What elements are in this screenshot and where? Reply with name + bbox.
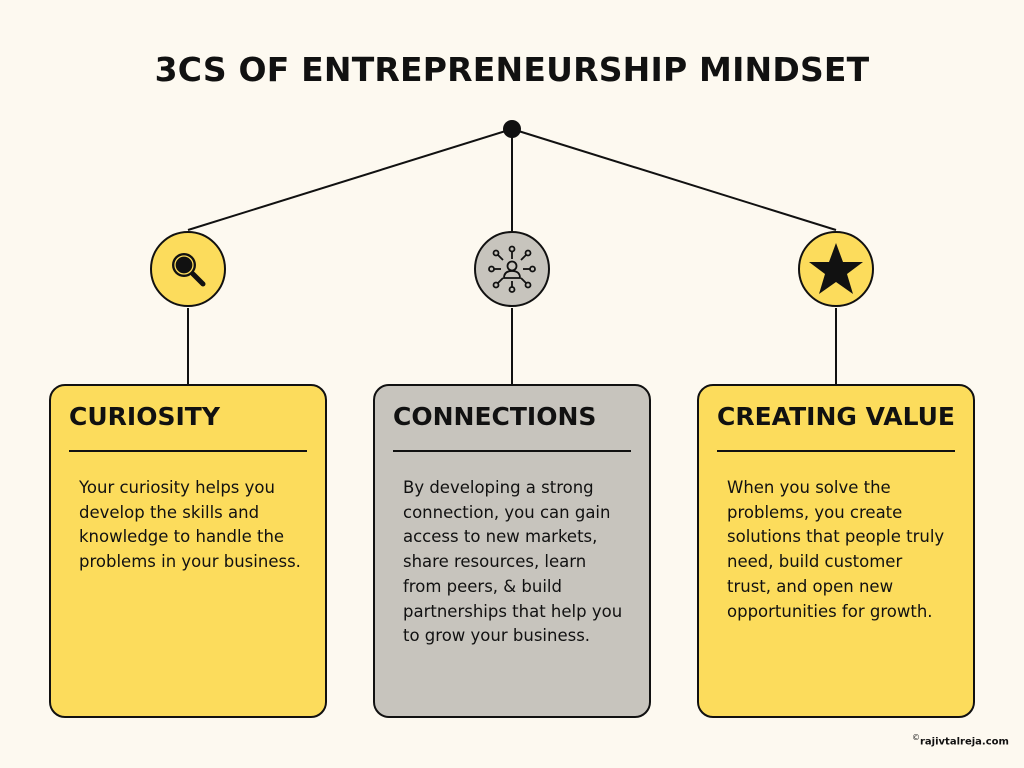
- magnifying-glass-icon: [172, 253, 206, 287]
- credit-text: rajivtalreja.com: [920, 736, 1009, 748]
- card-heading: CURIOSITY: [69, 402, 220, 431]
- heading-divider: [717, 450, 955, 452]
- card-body: By developing a strong connection, you c…: [403, 478, 623, 646]
- star-icon: [809, 243, 863, 294]
- card-body: When you solve the problems, you create …: [727, 478, 945, 621]
- copyright-symbol: ©: [912, 733, 920, 742]
- connections-card: CONNECTIONS By developing a strong conne…: [373, 384, 651, 718]
- card-body: Your curiosity helps you develop the ski…: [79, 478, 301, 572]
- connections-icon-badge: [474, 231, 550, 307]
- curiosity-card: CURIOSITY Your curiosity helps you devel…: [49, 384, 327, 718]
- card-heading: CREATING VALUE: [717, 402, 956, 431]
- network-person-icon: [488, 245, 536, 293]
- heading-divider: [393, 450, 631, 452]
- creating-value-icon-badge: [798, 231, 874, 307]
- root-node: [503, 120, 521, 138]
- creating-value-card: CREATING VALUE When you solve the proble…: [697, 384, 975, 718]
- heading-divider: [69, 450, 307, 452]
- curiosity-icon-badge: [150, 231, 226, 307]
- card-heading: CONNECTIONS: [393, 402, 597, 431]
- page-title: 3CS OF ENTREPRENEURSHIP MINDSET: [154, 50, 870, 89]
- credit-watermark: ©rajivtalreja.com: [912, 733, 1009, 747]
